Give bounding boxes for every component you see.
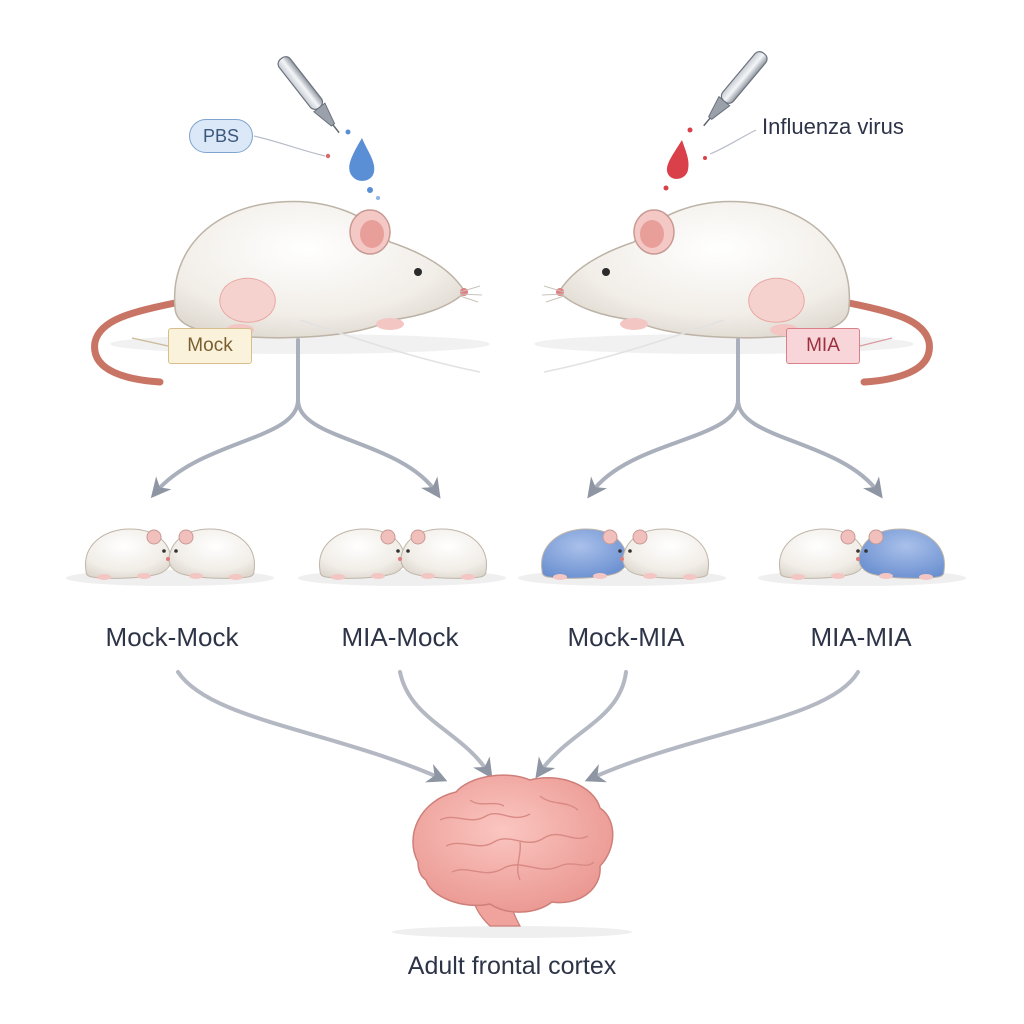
- virus-droplet-icon: [663, 127, 707, 191]
- virus-leader-line: [709, 129, 757, 155]
- converging-arrows: [176, 670, 860, 783]
- group-label-mock-mock: Mock-Mock: [105, 622, 239, 652]
- mia-tag: MIA: [786, 328, 860, 364]
- pup-pair-mia-mia: [758, 528, 966, 586]
- pbs-label: PBS: [189, 119, 253, 153]
- mock-tag: Mock: [168, 328, 252, 364]
- influenza-virus-label: Influenza virus: [762, 114, 904, 139]
- pup-pair-mia-mock: [298, 528, 506, 586]
- adult-frontal-cortex-label: Adult frontal cortex: [407, 952, 617, 980]
- right-ground-arc: [543, 319, 725, 373]
- group-label-mia-mia: MIA-MIA: [810, 622, 912, 652]
- brain-icon: [392, 774, 632, 938]
- mock-tag-line: [131, 337, 169, 347]
- mia-dam-rat: [534, 201, 929, 382]
- group-label-mia-mock: MIA-Mock: [341, 622, 459, 652]
- pbs-leader-line: [253, 135, 326, 157]
- mock-dam-rat: [95, 201, 490, 382]
- mock-split-arrows: [150, 338, 441, 499]
- pbs-leader-dot: [325, 153, 331, 159]
- group-label-mock-mia: Mock-MIA: [567, 622, 685, 652]
- left-pipette-icon: [277, 56, 340, 134]
- pup-pair-mock-mia: [518, 528, 726, 586]
- mia-tag-line: [859, 337, 893, 347]
- pbs-droplet-icon: [345, 129, 380, 200]
- right-pipette-icon: [703, 51, 768, 127]
- left-ground-arc: [299, 319, 481, 373]
- pup-pair-mock-mock: [66, 528, 274, 586]
- mia-split-arrows: [587, 338, 883, 499]
